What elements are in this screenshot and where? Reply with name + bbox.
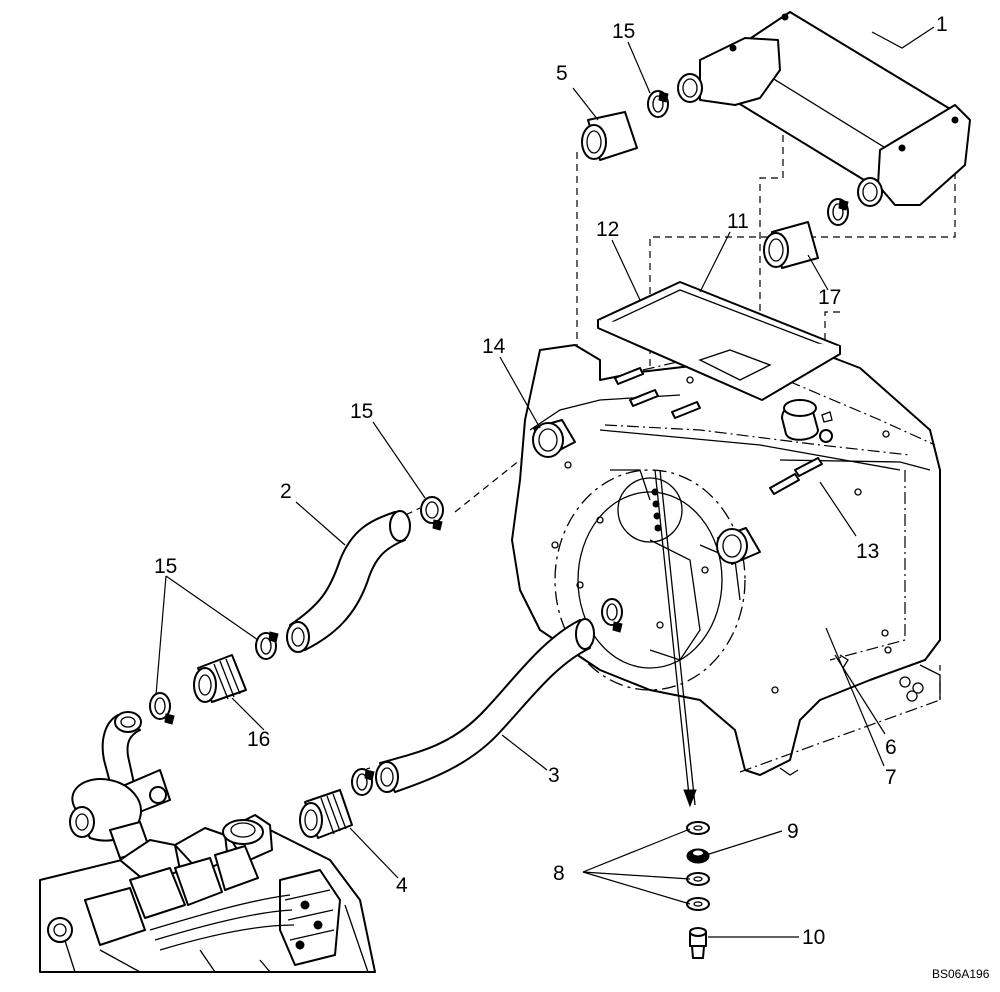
hose-clamp-15-middle (420, 496, 444, 531)
engine-assembly (39, 711, 376, 973)
callout-13: 13 (856, 540, 879, 563)
hose-clamp-15-left-lower (149, 692, 175, 725)
hose-clamp-upper-right (827, 198, 849, 226)
callout-6: 6 (885, 736, 897, 759)
washer-8-top (686, 821, 710, 835)
callout-15-top: 15 (612, 20, 635, 43)
hose-clamp-housing (601, 598, 623, 633)
callouts: 1 5 15 12 11 17 14 15 2 15 16 3 4 13 6 7… (154, 13, 948, 949)
hose-5 (581, 111, 638, 161)
callout-7: 7 (885, 766, 897, 789)
callout-11: 11 (727, 210, 749, 233)
callout-10: 10 (802, 926, 825, 949)
hose-clamp-15-left-upper (255, 631, 279, 660)
hose-17 (763, 221, 819, 269)
hose-clamp-15-top (647, 90, 669, 118)
callout-9: 9 (787, 820, 799, 843)
washer-8-bottom (686, 897, 710, 911)
seal-9 (686, 848, 710, 864)
bolt-10 (689, 927, 707, 959)
callout-14: 14 (482, 335, 506, 358)
hose-2 (286, 510, 411, 653)
callout-12: 12 (596, 218, 619, 241)
hose-3 (375, 618, 595, 793)
callout-3: 3 (548, 764, 560, 787)
coupler-4 (299, 789, 353, 839)
callout-5: 5 (556, 62, 568, 85)
callout-1: 1 (936, 13, 948, 36)
callout-2: 2 (280, 480, 292, 503)
coupler-16 (193, 654, 247, 703)
charge-air-cooler-1 (677, 11, 971, 207)
callout-16: 16 (247, 728, 270, 751)
washer-8-middle (686, 872, 710, 886)
boot-grommet-14 (532, 419, 576, 458)
figure-reference: BS06A196 (932, 967, 990, 981)
callout-8: 8 (553, 862, 565, 885)
callout-4: 4 (396, 874, 408, 897)
seal-plate-11-12 (597, 281, 841, 401)
hose-clamp-lower-hose (351, 768, 375, 796)
callout-15-middle: 15 (350, 400, 373, 423)
callout-17: 17 (818, 286, 841, 309)
leader-lines (155, 26, 935, 938)
callout-15-left: 15 (154, 555, 177, 578)
boot-grommet-lower (716, 527, 761, 565)
dipstick-tube (651, 469, 697, 808)
